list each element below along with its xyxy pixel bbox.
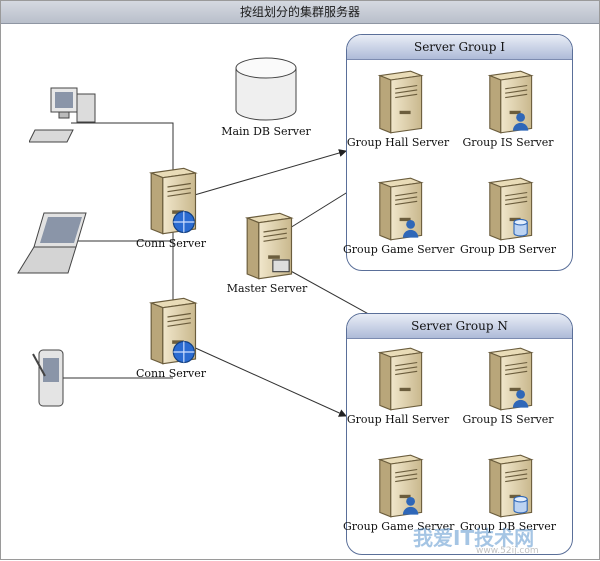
server-user-icon <box>481 346 536 412</box>
wire-conn1-group1 <box>190 149 347 197</box>
watermark: 我爱IT技术网 www.52ij.com <box>401 506 591 556</box>
server-user-icon <box>371 176 426 242</box>
groupn-db-server: Group DB Server <box>453 453 563 533</box>
server-database-icon <box>481 453 536 519</box>
wire-conn2-groupN <box>190 345 347 417</box>
laptop-icon <box>16 211 91 280</box>
group1-game-server: Group Game Server <box>343 176 454 256</box>
server-monitor-icon <box>237 211 297 281</box>
main-db-server: Main DB Server <box>211 56 321 138</box>
pda-icon <box>31 346 71 415</box>
master-server: Master Server <box>212 211 322 295</box>
database-icon <box>235 57 297 121</box>
server-icon <box>371 69 426 135</box>
groupn-hall-server: Group Hall Server <box>343 346 453 426</box>
server-database-icon <box>481 176 536 242</box>
group-title: Server Group I <box>347 35 572 60</box>
server-user-icon <box>371 453 426 519</box>
desktop-computer-icon <box>28 86 99 160</box>
watermark-text: 我爱IT技术网 <box>413 526 535 550</box>
wire-desktop <box>71 122 174 186</box>
server-globe-icon <box>141 166 201 236</box>
group-title: Server Group N <box>347 314 572 339</box>
groupn-is-server: Group IS Server <box>453 346 563 426</box>
conn-server-2: Conn Server <box>116 296 226 380</box>
group1-hall-server: Group Hall Server <box>343 69 453 149</box>
watermark-url: www.52ij.com <box>476 546 539 556</box>
group1-is-server: Group IS Server <box>453 69 563 149</box>
server-user-icon <box>481 69 536 135</box>
server-icon <box>371 346 426 412</box>
groupn-game-server: Group Game Server <box>343 453 454 533</box>
group1-db-server: Group DB Server <box>453 176 563 256</box>
diagram-title: 按组划分的集群服务器 <box>1 1 599 24</box>
conn-server-1: Conn Server <box>116 166 226 250</box>
server-globe-icon <box>141 296 201 366</box>
